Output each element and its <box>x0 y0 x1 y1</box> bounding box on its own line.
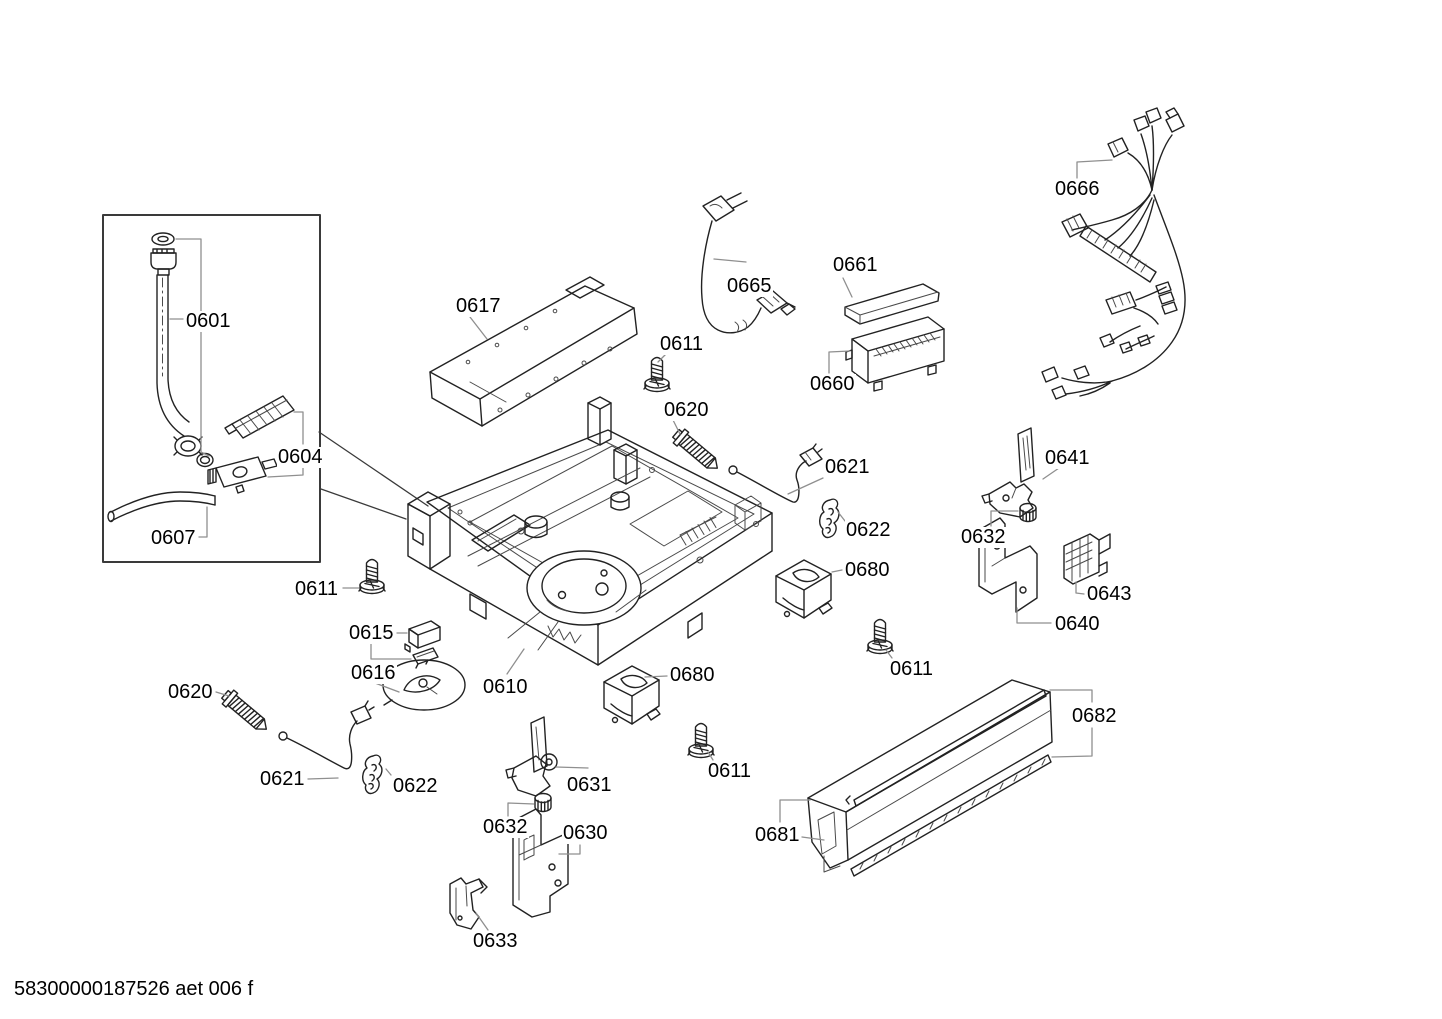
part-drawing-0681-plinth <box>807 679 1053 873</box>
part-label-0680-lower: 0680 <box>669 664 716 686</box>
part-label-0643: 0643 <box>1086 583 1133 605</box>
part-label-0682: 0682 <box>1071 705 1118 727</box>
part-label-0632-right: 0632 <box>960 526 1007 548</box>
inset-box <box>102 214 429 563</box>
part-drawing-0610-base <box>407 396 773 666</box>
part-drawing-0607-hose <box>107 491 216 523</box>
part-label-0615: 0615 <box>348 622 395 644</box>
nut-lower <box>534 792 552 813</box>
part-drawing-0621-cable-lower <box>278 700 375 770</box>
part-drawing-0622-clips <box>362 498 840 795</box>
part-label-0666: 0666 <box>1054 178 1101 200</box>
screw-left <box>358 558 386 595</box>
leader-lines <box>169 159 1113 931</box>
spindle-upper <box>669 425 724 476</box>
drawing-number: 58300000187526 aet 006 f <box>14 978 254 1001</box>
part-label-0661: 0661 <box>832 254 879 276</box>
part-label-0640: 0640 <box>1054 613 1101 635</box>
corner-bracket-lower <box>603 665 661 725</box>
part-label-0660: 0660 <box>809 373 856 395</box>
clip-right <box>819 498 840 539</box>
part-label-0621-upper: 0621 <box>824 456 871 478</box>
screw-bottom <box>687 722 715 759</box>
part-drawing-0604-valve <box>207 395 295 494</box>
part-drawing-0631-adjuster <box>505 716 558 797</box>
part-drawing-0682-strips <box>845 689 1052 877</box>
part-label-0616: 0616 <box>350 662 397 684</box>
part-label-0680-right: 0680 <box>844 559 891 581</box>
part-label-0622-lower: 0622 <box>392 775 439 797</box>
part-drawing-0666-harness <box>1041 107 1186 400</box>
part-drawing-0621-cable-upper <box>728 443 823 503</box>
part-label-0620-upper: 0620 <box>663 399 710 421</box>
part-label-0617: 0617 <box>455 295 502 317</box>
part-label-0621-lower: 0621 <box>259 768 306 790</box>
clip-lower <box>362 754 383 795</box>
nut-right <box>1019 502 1037 523</box>
part-drawing-0643-terminal <box>1063 533 1111 585</box>
part-drawing-0660-module <box>845 316 945 392</box>
part-drawing-0617-cover <box>429 276 638 427</box>
part-label-0604: 0604 <box>277 446 324 468</box>
part-label-0632-lower: 0632 <box>482 816 529 838</box>
part-drawing-0611-screws <box>358 356 894 759</box>
part-drawing-0661-strip <box>844 283 940 325</box>
part-drawing-0601-inlet-hose <box>150 232 214 468</box>
part-label-0622-upper: 0622 <box>845 519 892 541</box>
part-label-0601: 0601 <box>185 310 232 332</box>
part-label-0611-top: 0611 <box>659 333 705 355</box>
part-label-0631: 0631 <box>566 774 613 796</box>
part-label-0633: 0633 <box>472 930 519 952</box>
part-label-0665: 0665 <box>726 275 773 297</box>
part-label-0611-left: 0611 <box>294 578 340 600</box>
part-drawing-0616-disc <box>382 659 466 711</box>
part-label-0641: 0641 <box>1044 447 1091 469</box>
screw-top <box>643 356 671 393</box>
part-label-0610: 0610 <box>482 676 529 698</box>
part-label-0681: 0681 <box>754 824 801 846</box>
part-drawing-0633-bracket <box>449 877 488 930</box>
part-label-0607: 0607 <box>150 527 197 549</box>
part-label-0611-right: 0611 <box>889 658 935 680</box>
part-drawing-0641-adjuster <box>981 427 1035 518</box>
part-label-0611-lower: 0611 <box>707 760 753 782</box>
screw-right <box>866 618 894 655</box>
part-drawing-0630-bracket <box>512 808 569 918</box>
corner-bracket-right <box>775 559 833 619</box>
part-label-0620-lower: 0620 <box>167 681 214 703</box>
part-drawing-0665-power-cord <box>700 192 796 334</box>
part-label-0630: 0630 <box>562 822 609 844</box>
